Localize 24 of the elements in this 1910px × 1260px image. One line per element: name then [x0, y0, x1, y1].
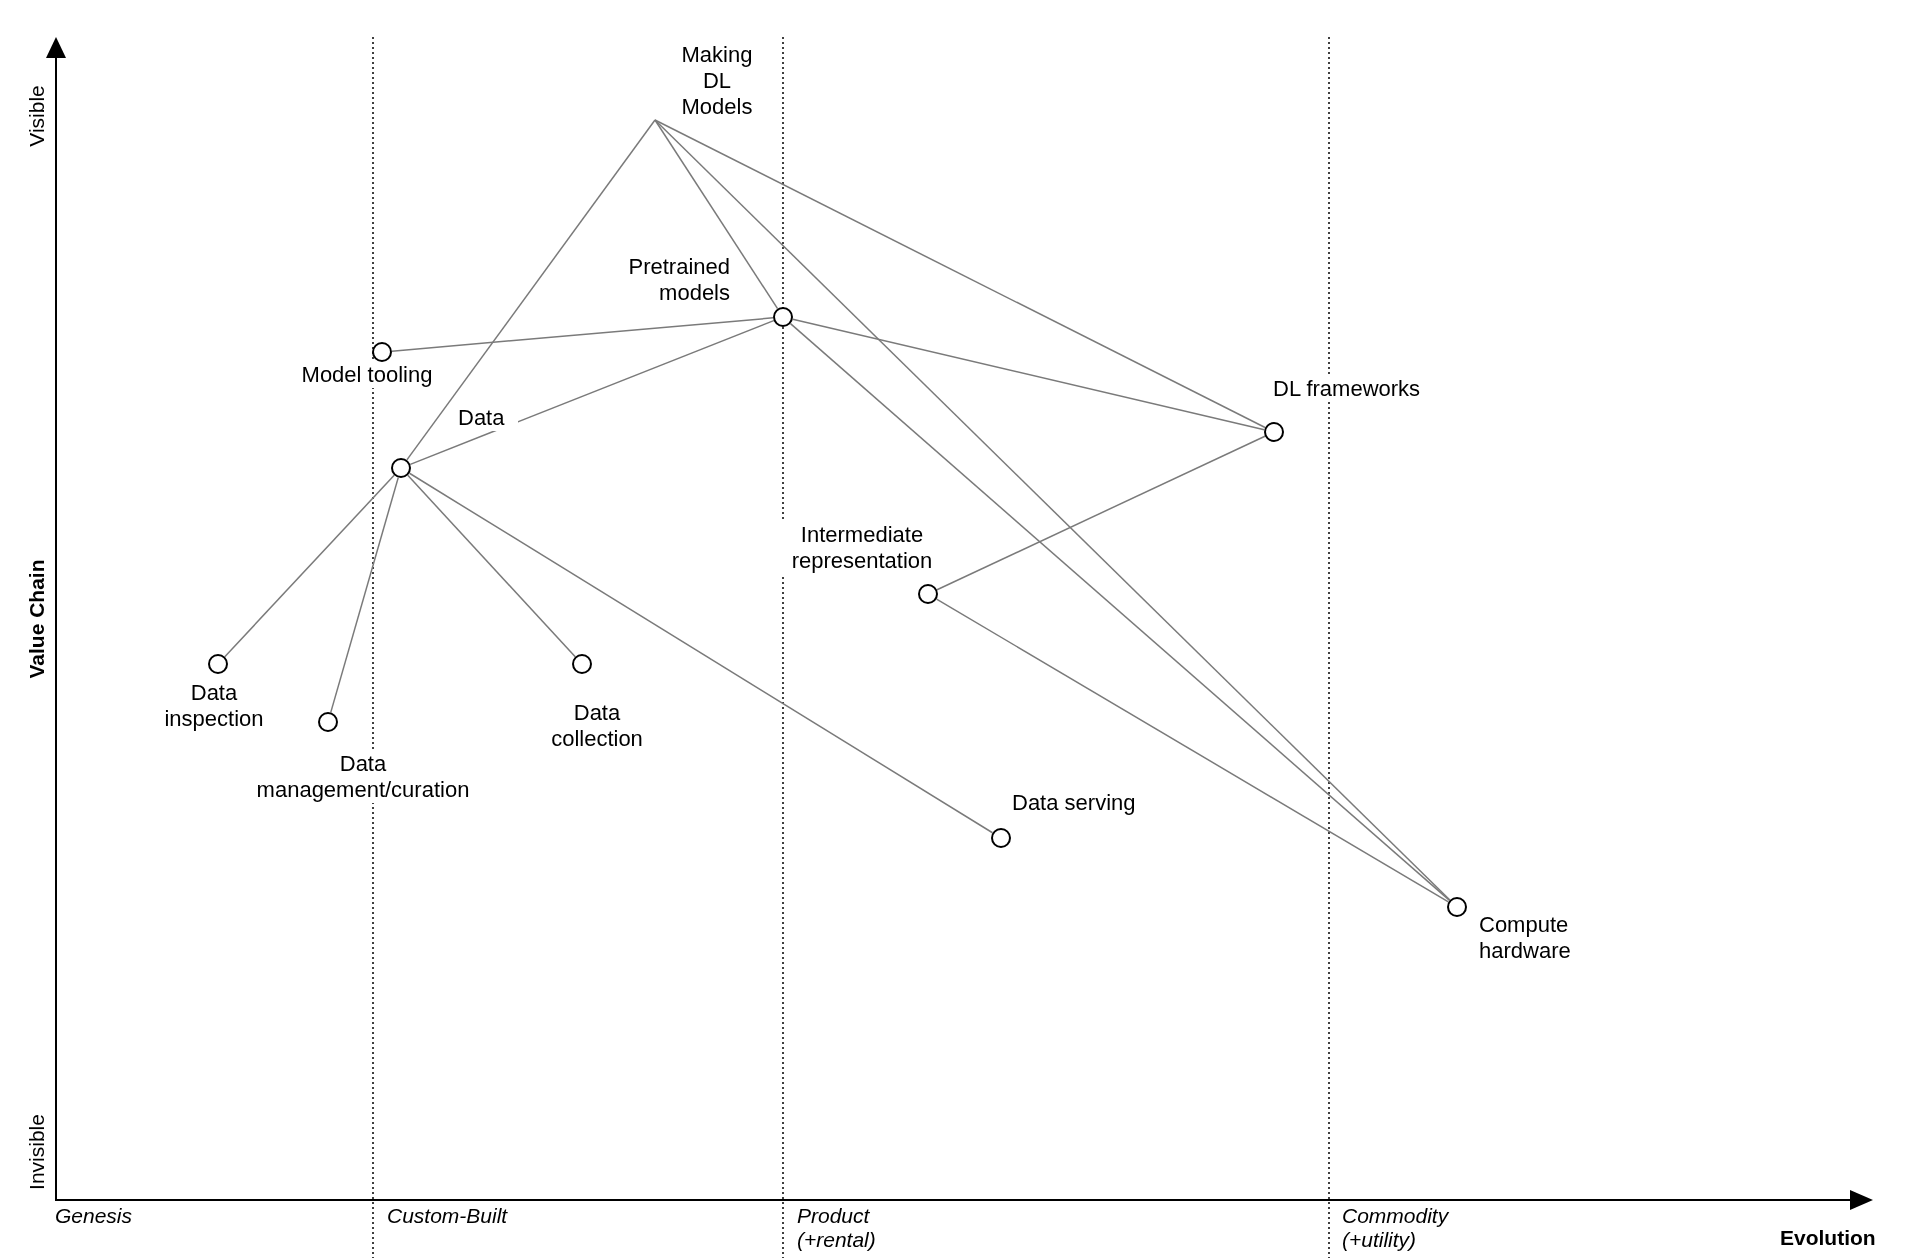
connector-line: [654, 119, 1451, 901]
component-circle: [572, 654, 592, 674]
connector-line: [409, 319, 775, 466]
component-circle: [372, 342, 392, 362]
component-circle: [991, 828, 1011, 848]
component-circle: [318, 712, 338, 732]
connector-line: [224, 474, 395, 658]
need-label: Making DL Models: [680, 42, 754, 120]
component-circle: [208, 654, 228, 674]
connector-line: [407, 474, 576, 658]
connector-line: [792, 318, 1265, 431]
component-circle: [1447, 897, 1467, 917]
component-circle: [918, 584, 938, 604]
connector-line: [789, 322, 1451, 902]
connector-line: [391, 317, 774, 352]
component-circle: [391, 458, 411, 478]
component-circle: [773, 307, 793, 327]
connector-line: [330, 476, 399, 714]
connector-line: [406, 119, 656, 461]
connector-line: [408, 472, 994, 834]
connector-line: [936, 435, 1266, 591]
connector-line: [935, 598, 1450, 903]
connector-line: [654, 119, 1266, 429]
component-circle: [1264, 422, 1284, 442]
